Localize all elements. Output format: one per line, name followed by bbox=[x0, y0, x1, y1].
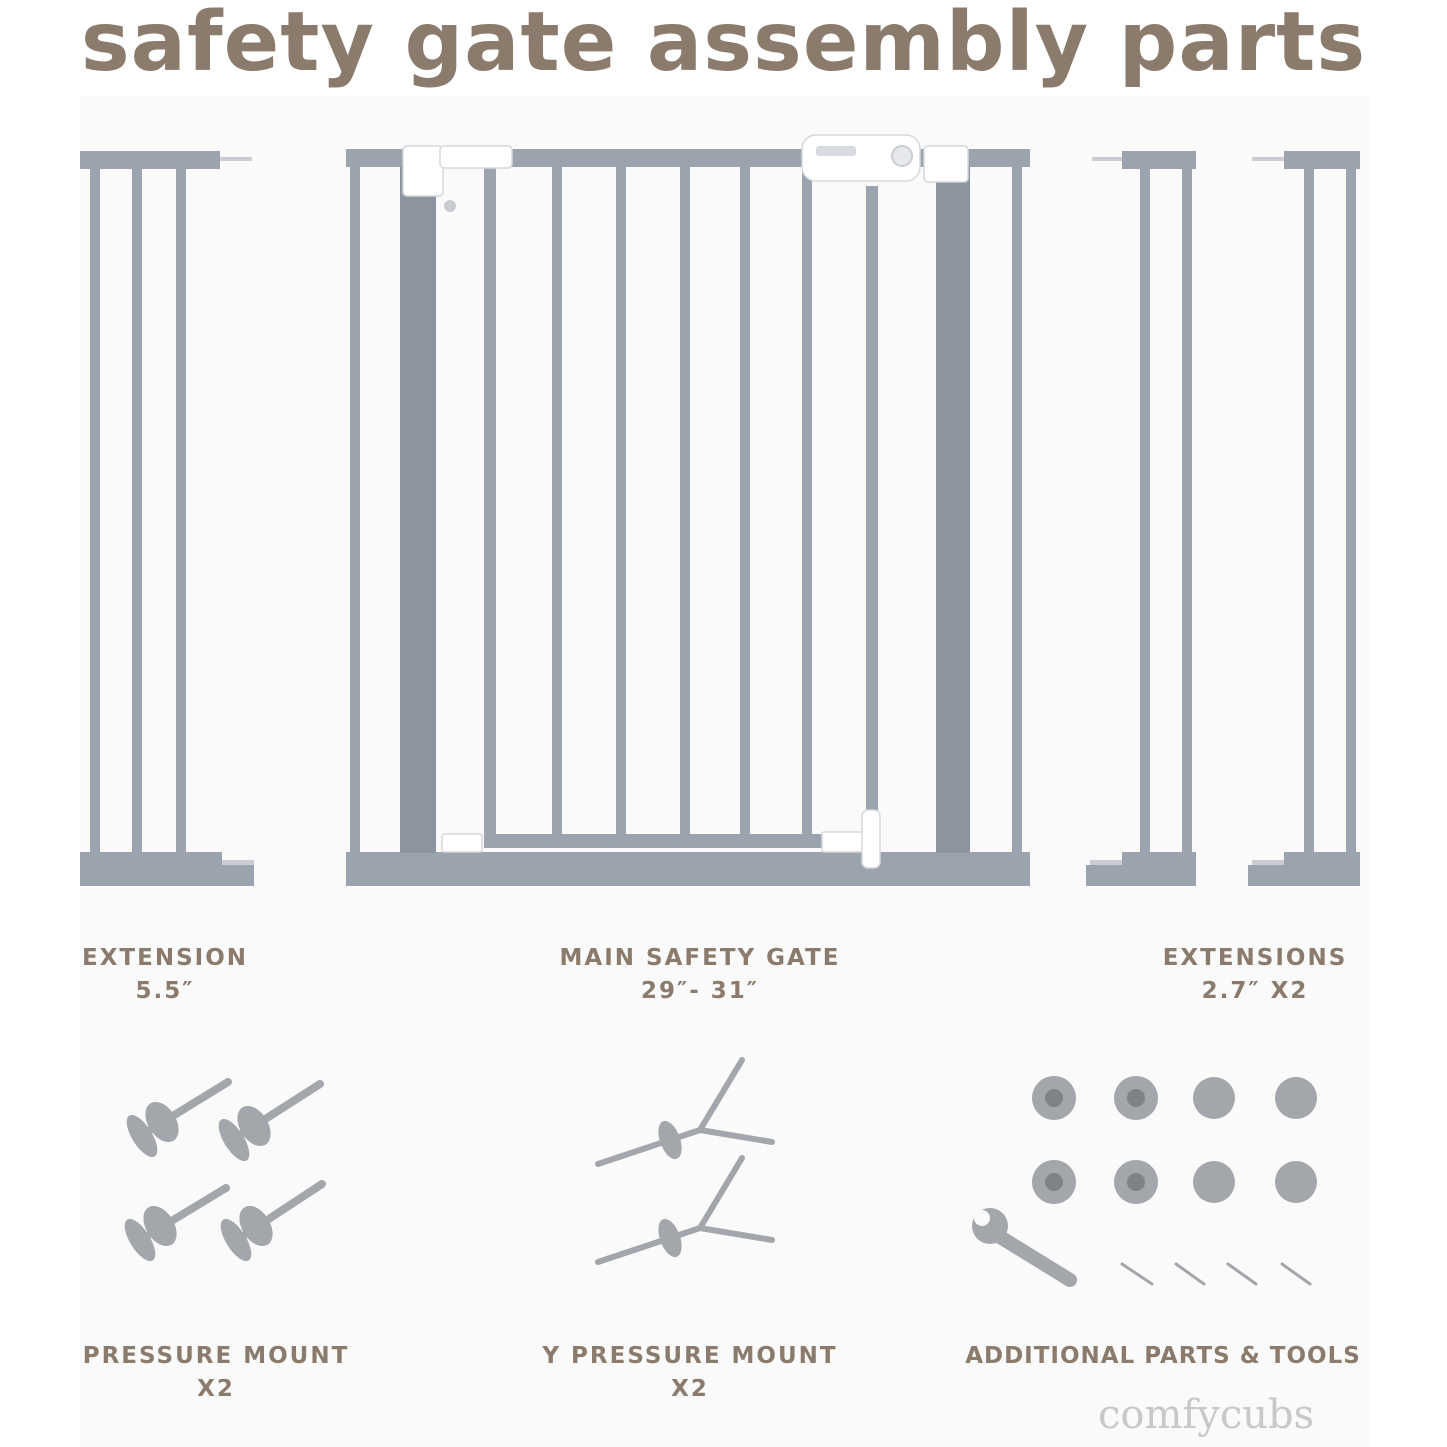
extension-panel-icon bbox=[80, 151, 254, 886]
extension-panel-icon bbox=[1248, 151, 1360, 886]
part-size: 29″- 31″ bbox=[640, 978, 760, 1004]
label-main-gate: MAIN SAFETY GATE 29″- 31″ bbox=[520, 942, 880, 1008]
part-size: 2.7″ X2 bbox=[1201, 978, 1309, 1004]
pressure-bolt-icon bbox=[124, 1078, 326, 1262]
part-name: MAIN SAFETY GATE bbox=[559, 945, 841, 971]
part-size: 5.5″ bbox=[135, 978, 195, 1004]
page-title: safety gate assembly parts bbox=[80, 0, 1367, 90]
brand-logo: comfycubs bbox=[1098, 1392, 1315, 1438]
cups-wrench-screws-icon bbox=[972, 1076, 1317, 1287]
part-name: Y PRESSURE MOUNT bbox=[542, 1343, 838, 1369]
extension-panel-icon bbox=[1086, 151, 1196, 886]
label-y-pressure-mount: Y PRESSURE MOUNT X2 bbox=[510, 1340, 870, 1406]
part-qty: X2 bbox=[197, 1376, 235, 1402]
safety-gate-icon bbox=[346, 134, 1030, 886]
part-name: ADDITIONAL PARTS & TOOLS bbox=[965, 1343, 1361, 1369]
label-pressure-mount: PRESSURE MOUNT X2 bbox=[56, 1340, 376, 1406]
part-name: EXTENSION bbox=[81, 945, 249, 971]
part-name: EXTENSIONS bbox=[1162, 945, 1348, 971]
product-panel bbox=[80, 96, 1370, 1447]
part-name: PRESSURE MOUNT bbox=[82, 1343, 350, 1369]
part-qty: X2 bbox=[671, 1376, 709, 1402]
y-spindle-icon bbox=[595, 1057, 775, 1265]
label-additional-parts: ADDITIONAL PARTS & TOOLS bbox=[946, 1340, 1380, 1373]
label-extension: EXTENSION 5.5″ bbox=[40, 942, 290, 1008]
label-extensions: EXTENSIONS 2.7″ X2 bbox=[1120, 942, 1390, 1008]
